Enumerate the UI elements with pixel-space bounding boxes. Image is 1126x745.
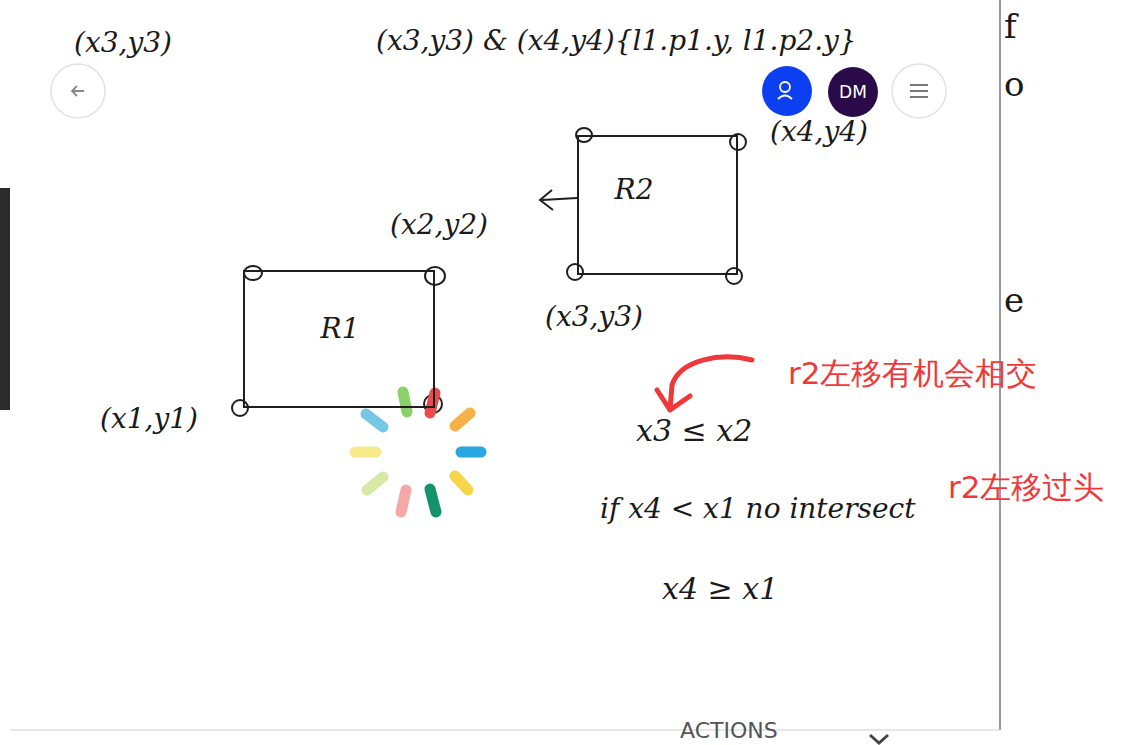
red-annotation: r2左移过头 xyxy=(948,470,1106,504)
handwritten-note: if x4 < x1 no intersect xyxy=(600,494,915,525)
corner-points xyxy=(232,128,746,416)
handwritten-note: o xyxy=(1004,66,1024,103)
handwritten-note: (x3,y3) xyxy=(545,302,643,333)
menu-button xyxy=(892,64,946,118)
left-panel xyxy=(0,188,10,410)
handwritten-note: (x2,y2) xyxy=(390,210,488,241)
user-icon xyxy=(778,96,792,100)
handwritten-note: f xyxy=(1004,8,1017,45)
rectangle-box: R1 xyxy=(243,270,435,408)
handwritten-note: ACTIONS xyxy=(680,719,778,743)
move-arrow xyxy=(540,190,577,210)
user-icon xyxy=(780,82,790,92)
canvas-edge xyxy=(10,730,1000,731)
back-button xyxy=(51,64,105,118)
user-avatar xyxy=(762,66,812,116)
box-label: R2 xyxy=(615,173,654,206)
red-annotation: r2左移有机会相交 xyxy=(788,356,1037,390)
handwritten-note: (x1,y1) xyxy=(100,404,198,435)
red-arrow xyxy=(657,357,752,410)
chevron xyxy=(870,735,888,743)
handwritten-note: DM xyxy=(839,83,867,102)
handwritten-note: x3 ≤ x2 xyxy=(636,414,752,447)
loading-spinner xyxy=(355,392,481,512)
handwritten-note: (x4,y4) xyxy=(770,117,868,148)
handwritten-note: (x3,y3) xyxy=(74,28,172,59)
rectangle-box: R2 xyxy=(577,135,738,275)
box-label: R1 xyxy=(321,312,360,345)
menu-icon xyxy=(910,85,928,97)
handwritten-note: x4 ≥ x1 xyxy=(662,572,778,605)
back-icon xyxy=(72,86,84,96)
dm-avatar xyxy=(828,67,878,117)
handwritten-note: (x3,y3) & (x4,y4){l1.p1.y, l1.p2.y} xyxy=(376,26,857,57)
handwritten-note: e xyxy=(1004,282,1024,319)
